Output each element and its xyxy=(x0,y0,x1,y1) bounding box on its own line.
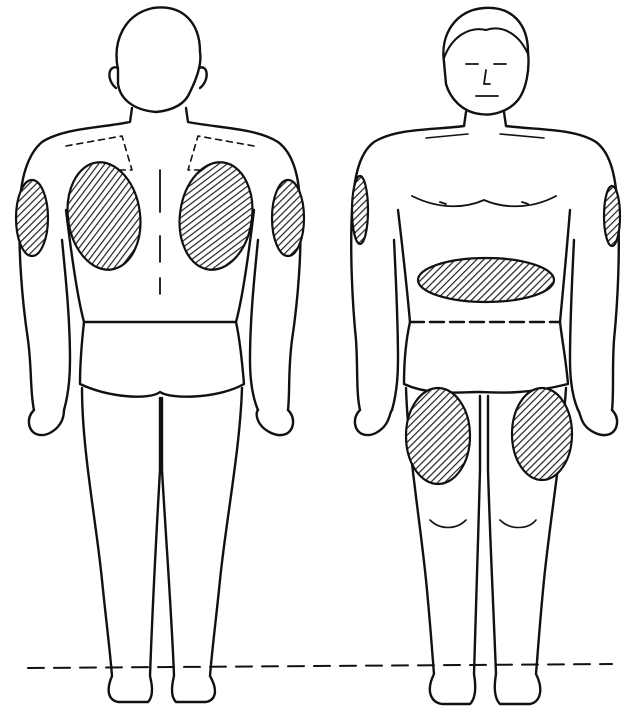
back-arm-inner-left xyxy=(62,240,70,410)
marked-region-front-right-upper-arm xyxy=(604,186,620,246)
marked-region-right-upper-arm xyxy=(272,180,304,256)
marked-region-front-left-upper-arm xyxy=(352,176,368,244)
front-collarbones xyxy=(426,134,544,138)
back-ear-left xyxy=(109,67,118,88)
front-hand-right xyxy=(578,410,617,435)
back-arm-inner-right xyxy=(250,240,258,410)
front-marked-regions xyxy=(352,176,620,484)
front-arm-inner-left xyxy=(392,240,398,410)
front-chest xyxy=(412,196,556,206)
back-legs xyxy=(82,388,242,702)
marked-region-right-scapula xyxy=(173,158,259,275)
back-view-figure xyxy=(19,7,612,702)
ground-line xyxy=(28,664,612,668)
front-hair xyxy=(444,28,528,58)
marked-region-left-upper-arm xyxy=(16,180,48,256)
back-hand-right xyxy=(257,410,293,435)
back-shorts xyxy=(80,322,244,397)
back-ear-right xyxy=(199,67,207,88)
marked-region-left-thigh xyxy=(406,388,470,484)
front-knees xyxy=(430,520,536,528)
front-arm-inner-right xyxy=(570,240,578,410)
front-view-figure xyxy=(351,8,619,704)
back-hand-left xyxy=(29,410,64,435)
back-head xyxy=(117,7,201,112)
front-shorts xyxy=(404,322,568,393)
front-face xyxy=(466,64,506,96)
marked-region-abdomen xyxy=(418,258,554,302)
marked-region-left-scapula xyxy=(61,158,147,275)
front-head xyxy=(443,8,528,115)
front-hand-left xyxy=(355,410,392,435)
marked-region-right-thigh xyxy=(512,388,572,480)
